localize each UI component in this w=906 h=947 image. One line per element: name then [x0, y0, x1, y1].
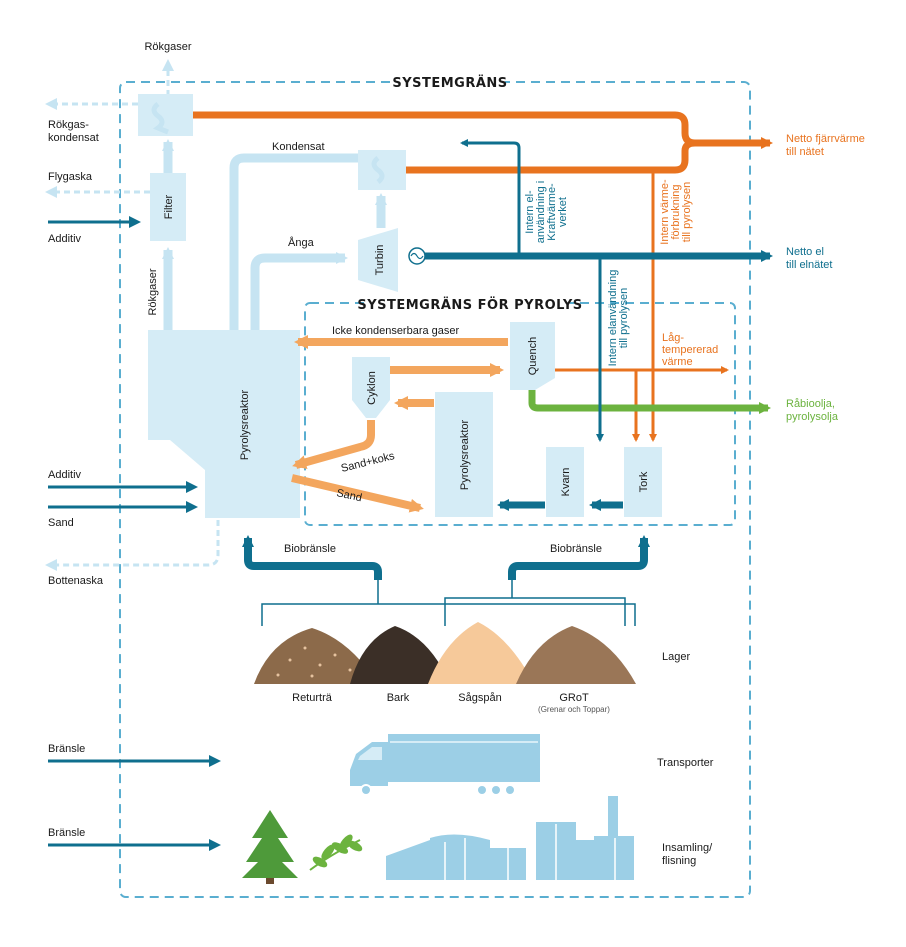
intern-varme-line-3: till pyrolysen	[681, 182, 693, 243]
filter-label: Filter	[163, 194, 175, 219]
turbine-label: Turbin	[374, 245, 386, 276]
storage-bracket-left	[261, 580, 636, 626]
sand-koks-arrow	[292, 420, 375, 470]
lager-label: Lager	[662, 651, 690, 663]
lagtemp-label-3: värme	[662, 356, 693, 368]
netto-fjarrvarme-label-2: till nätet	[786, 146, 824, 158]
bottenaska-label: Bottenaska	[48, 575, 104, 587]
kvarn-label: Kvarn	[560, 468, 572, 497]
transporter-label: Transporter	[657, 757, 714, 769]
fjarrvarme-cond-line	[406, 139, 696, 174]
tork-box	[624, 447, 662, 517]
returtra-pile	[254, 628, 378, 684]
biobransle-left-arrow	[242, 535, 382, 580]
tork-label: Tork	[638, 471, 650, 492]
sand-input-label: Sand	[48, 517, 74, 529]
branch-icon	[309, 834, 363, 871]
rokgaskondensat-label-2: kondensat	[48, 132, 99, 144]
sand-flow-label: Sand	[335, 487, 363, 504]
system-boundary-title: SYSTEMGRÄNS	[392, 75, 507, 91]
netto-el-label-1: Netto el	[786, 246, 824, 258]
pyrolysis-boundary-title: SYSTEMGRÄNS FÖR PYROLYS	[357, 297, 582, 313]
netto-fjarrvarme-label-1: Netto fjärrvärme	[786, 133, 865, 145]
rabioolja-label-2: pyrolysolja	[786, 411, 839, 423]
biobransle-left-label: Biobränsle	[284, 543, 336, 555]
small-reactor-label: Pyrolysreaktor	[459, 420, 471, 491]
intern-el-kv-line-2: användning i	[535, 181, 547, 243]
bransle-1-label: Bränsle	[48, 743, 85, 755]
grot-label: GRoT	[559, 692, 589, 704]
insamling-label-2: flisning	[662, 855, 696, 867]
heat-exchanger-top	[138, 94, 193, 136]
netto-el-label-2: till elnätet	[786, 259, 832, 271]
intern-varme-line-2: förbrukning	[670, 184, 682, 239]
main-reactor-label: Pyrolysreaktor	[239, 390, 251, 461]
rokgaser-top-label: Rökgaser	[144, 41, 191, 53]
lagtemp-label-1: Låg-	[662, 332, 684, 344]
kondensat-loop-line	[229, 153, 358, 375]
intern-el-kv-line-3: Kraftvärme-	[546, 183, 558, 241]
main-reactor-shape	[148, 330, 300, 518]
factory-buildings-icon	[386, 796, 634, 880]
rabioolja-label-1: Råbioolja,	[786, 398, 835, 410]
bark-pile	[350, 626, 450, 684]
quench-shape	[510, 322, 555, 390]
kvarn-box	[546, 447, 584, 517]
lagtemp-label-2: tempererad	[662, 344, 718, 356]
bioolja-arrow	[528, 390, 771, 414]
icke-kondens-label: Icke kondenserbara gaser	[332, 325, 460, 337]
fjarrvarme-top-line	[193, 111, 773, 149]
insamling-label-1: Insamling/	[662, 842, 713, 854]
intern-el-pyr-line-2: till pyrolysen	[618, 288, 630, 349]
condenser-box	[358, 150, 406, 190]
rokgaskondensat-label-1: Rökgas-	[48, 119, 89, 131]
biobransle-right-arrow	[508, 535, 650, 580]
intern-el-kv-line-4: verket	[557, 197, 569, 227]
intern-varme-label: Intern värme- förbrukning till pyrolysen	[659, 179, 693, 245]
grot-pile	[516, 626, 636, 684]
turbine-shape	[358, 228, 398, 292]
steam-loop-line	[250, 252, 348, 375]
bark-label: Bark	[387, 692, 410, 704]
spruce-tree-icon	[242, 810, 298, 884]
sagspan-pile	[428, 622, 534, 684]
returtra-speckles	[276, 646, 352, 678]
additiv-top-label: Additiv	[48, 233, 82, 245]
storage-bracket-right	[444, 580, 626, 626]
biobransle-right-label: Biobränsle	[550, 543, 602, 555]
bottenaska-arrow	[45, 520, 220, 571]
grot-note: (Grenar och Toppar)	[538, 705, 610, 714]
intern-el-pyr-line-1: Intern elanvändning	[607, 270, 619, 367]
sand-arrow	[291, 474, 424, 513]
additiv-bottom-label: Additiv	[48, 469, 82, 481]
filter-box	[150, 173, 186, 241]
intern-el-pyr-label: Intern elanvändning till pyrolysen	[607, 270, 630, 367]
small-reactor-box	[435, 392, 493, 517]
kondensat-label: Kondensat	[272, 141, 325, 153]
flygaska-label: Flygaska	[48, 171, 93, 183]
truck-icon	[350, 734, 540, 796]
bransle-2-label: Bränsle	[48, 827, 85, 839]
intern-el-kv-label: Intern el- användning i Kraftvärme- verk…	[524, 181, 569, 243]
anga-label: Ånga	[288, 236, 315, 249]
intern-el-kv-arrow	[460, 139, 521, 256]
cyklon-shape	[352, 357, 390, 418]
intern-varme-line-1: Intern värme-	[659, 179, 671, 245]
intern-el-kv-line-1: Intern el-	[524, 190, 536, 234]
quench-label: Quench	[527, 337, 539, 376]
sagspan-label: Sågspån	[458, 692, 501, 704]
rokgaser-side-label: Rökgaser	[147, 268, 159, 315]
returtra-label: Returträ	[292, 692, 333, 704]
cyklon-label: Cyklon	[366, 371, 378, 405]
